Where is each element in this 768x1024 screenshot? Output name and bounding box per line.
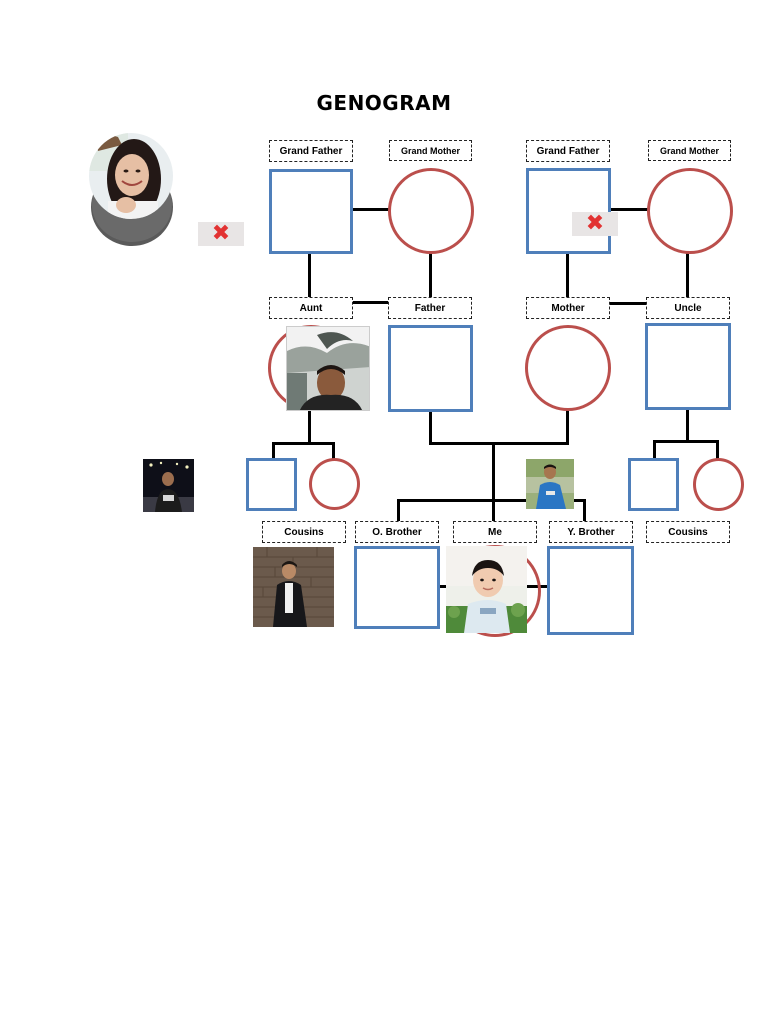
label-grand-mother-maternal: Grand Mother (648, 140, 731, 161)
portrait-photo-cousin (253, 547, 334, 627)
marriage-line-paternal-grandparents (351, 208, 389, 211)
mother-down-line (566, 410, 569, 444)
label-cousins-right: Cousins (646, 521, 730, 543)
page-title: GENOGRAM (316, 91, 452, 115)
descent-line-aunt-children (308, 410, 311, 443)
descent-line-to-uncle (686, 253, 689, 297)
descent-line-to-siblings (492, 442, 495, 500)
drop-line-me (492, 499, 495, 521)
sibling-line-aunt-father (351, 301, 389, 304)
label-younger-brother: Y. Brother (549, 521, 633, 543)
deceased-x-icon: ✖ (572, 212, 618, 236)
portrait-photo-man-blue-shirt (526, 459, 574, 509)
descent-line-to-mother (566, 253, 569, 297)
label-grand-mother-paternal: Grand Mother (389, 140, 472, 161)
left-cousin-son-square (246, 458, 297, 511)
mother-circle (525, 325, 611, 411)
maternal-grandmother-circle (647, 168, 733, 254)
drop-line-right-cousin-daughter (716, 440, 719, 459)
drop-line-left-cousin-daughter (332, 442, 335, 459)
sibling-connector-ob-me (439, 585, 447, 588)
maternal-grandfather-square (526, 168, 611, 254)
drop-line-older-brother (397, 499, 400, 521)
portrait-photo-man-night (143, 459, 194, 512)
parents-marriage-line (429, 442, 569, 445)
label-cousins-left: Cousins (262, 521, 346, 543)
drop-line-younger-brother (583, 499, 586, 521)
siblings-bar (397, 499, 586, 502)
label-uncle: Uncle (646, 297, 730, 319)
descent-line-to-father (429, 253, 432, 297)
label-grand-father-paternal: Grand Father (269, 140, 353, 162)
uncle-square (645, 323, 731, 410)
label-mother: Mother (526, 297, 610, 319)
descent-line-to-aunt (308, 253, 311, 297)
children-bar-right (653, 440, 719, 443)
sibling-line-mother-uncle (609, 302, 647, 305)
younger-brother-square (547, 546, 634, 635)
children-bar-left (272, 442, 335, 445)
marriage-line-maternal-grandparents (610, 208, 648, 211)
portrait-photo-woman (88, 131, 174, 249)
right-cousin-son-square (628, 458, 679, 511)
left-cousin-daughter-circle (309, 458, 360, 510)
right-cousin-daughter-circle (693, 458, 744, 511)
older-brother-square (354, 546, 440, 629)
label-father: Father (388, 297, 472, 319)
drop-line-right-cousin-son (653, 440, 656, 459)
father-square (388, 325, 473, 412)
descent-line-uncle-children (686, 408, 689, 442)
paternal-grandmother-circle (388, 168, 474, 254)
label-grand-father-maternal: Grand Father (526, 140, 610, 162)
drop-line-left-cousin-son (272, 442, 275, 459)
label-aunt: Aunt (269, 297, 353, 319)
deceased-x-icon: ✖ (198, 222, 244, 246)
portrait-photo-child (446, 546, 527, 633)
father-down-line (429, 410, 432, 444)
portrait-photo-man-aunt (286, 326, 370, 411)
label-me: Me (453, 521, 537, 543)
paternal-grandfather-square (269, 169, 353, 254)
label-older-brother: O. Brother (355, 521, 439, 543)
